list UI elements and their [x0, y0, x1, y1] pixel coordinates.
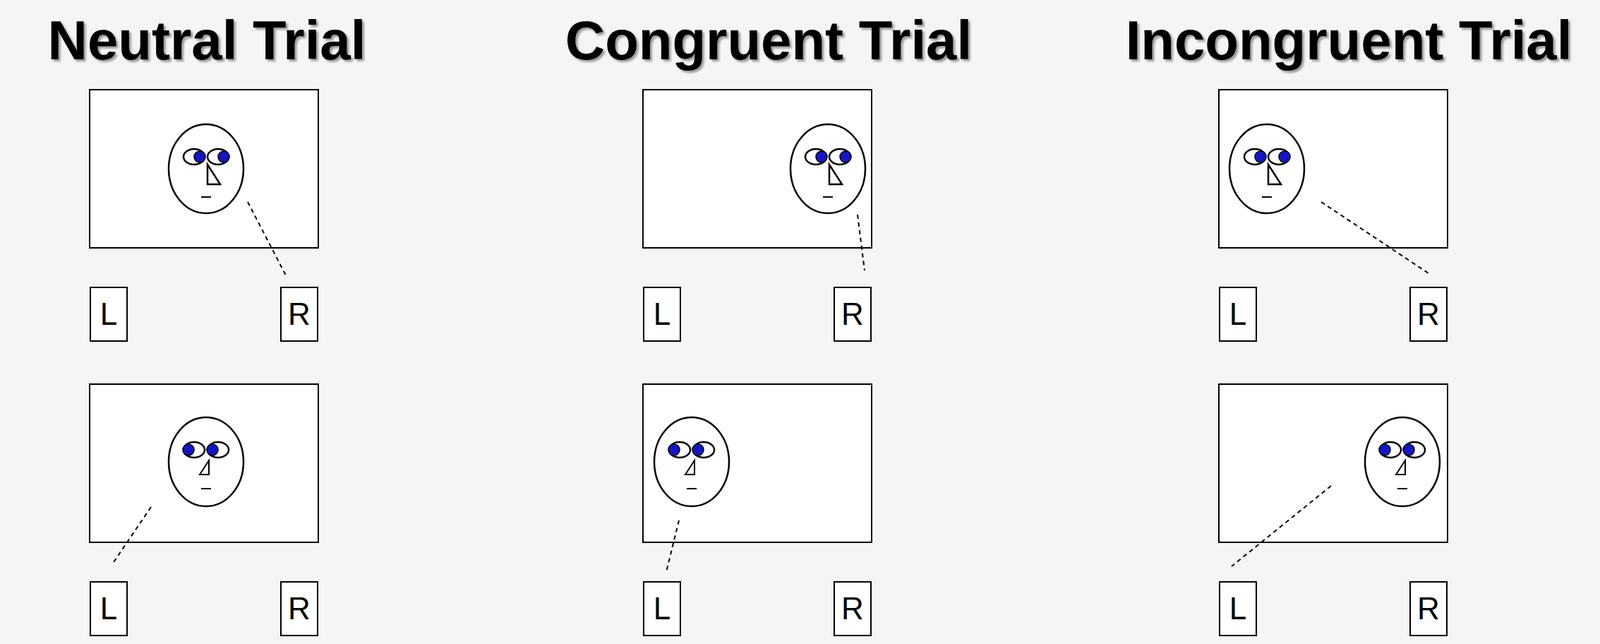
response-key-box: R: [833, 286, 872, 342]
gaze-line: [666, 520, 679, 572]
response-key-box: R: [1409, 286, 1448, 342]
key-letter: L: [1229, 298, 1247, 330]
screen: [1218, 89, 1448, 248]
key-letter: R: [841, 592, 864, 624]
key-letter: R: [1417, 592, 1440, 624]
screen: [1218, 383, 1448, 543]
screen: [642, 89, 872, 248]
response-key-box: L: [642, 286, 682, 342]
response-key-box: L: [89, 580, 128, 636]
face: [654, 417, 730, 507]
key-letter: L: [653, 592, 671, 624]
key-letter: R: [287, 298, 311, 330]
face: [790, 124, 866, 214]
column-heading: Incongruent Trial: [1125, 12, 1573, 68]
key-letter: R: [841, 298, 864, 330]
response-key-box: R: [280, 580, 319, 636]
gaze-line: [1231, 485, 1332, 567]
response-key-box: L: [642, 580, 682, 636]
gaze-line: [1321, 201, 1429, 274]
key-letter: L: [1229, 592, 1247, 624]
screen: [89, 89, 319, 248]
gaze-line: [857, 214, 865, 271]
congruent-column: [642, 89, 872, 572]
screen: [89, 383, 319, 543]
response-key-box: R: [1409, 580, 1448, 636]
gaze-line: [247, 201, 286, 276]
gaze-line: [112, 506, 152, 564]
key-letter: L: [653, 298, 671, 330]
response-key-box: L: [1218, 286, 1257, 342]
key-letter: L: [100, 592, 118, 624]
response-key-box: L: [1218, 580, 1257, 636]
response-key-box: L: [89, 286, 128, 342]
neutral-column: [89, 89, 319, 564]
incongruent-column: [1218, 89, 1448, 567]
face: [168, 417, 244, 507]
key-letter: R: [287, 592, 311, 624]
column-heading: Neutral Trial: [47, 12, 367, 68]
face: [1364, 417, 1440, 507]
key-letter: L: [100, 298, 118, 330]
response-key-box: R: [833, 580, 872, 636]
face: [168, 124, 244, 214]
face: [1229, 124, 1305, 214]
column-heading: Congruent Trial: [565, 12, 972, 68]
screen: [642, 383, 872, 543]
key-letter: R: [1417, 298, 1440, 330]
response-key-box: R: [280, 286, 319, 342]
